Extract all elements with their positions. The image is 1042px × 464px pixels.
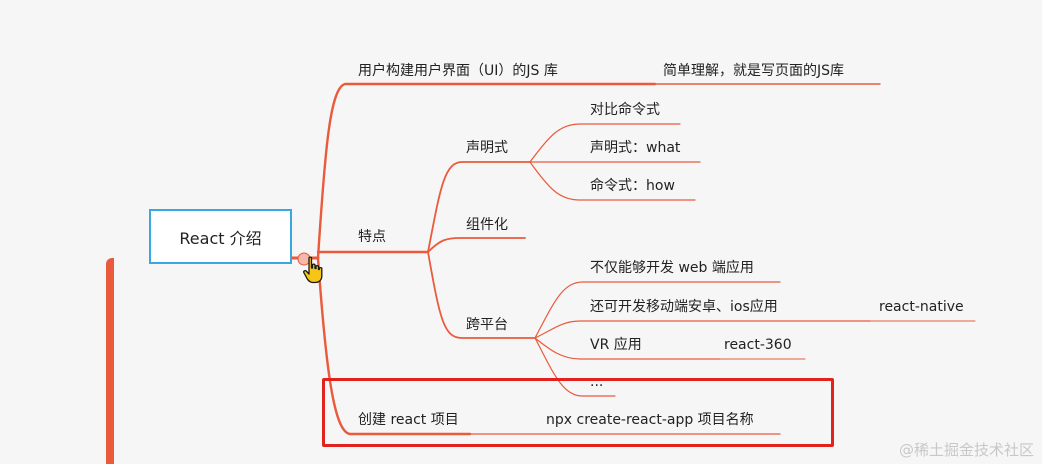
node-componentization[interactable]: 组件化 — [466, 217, 508, 233]
branch-cross-platform — [427, 251, 536, 339]
node-features[interactable]: 特点 — [358, 229, 386, 245]
node-react-native[interactable]: react-native — [879, 299, 964, 315]
node-react-360[interactable]: react-360 — [724, 337, 792, 353]
branch-compare-imperative — [529, 123, 681, 163]
node-imperative-how[interactable]: 命令式：how — [590, 178, 675, 194]
root-node[interactable]: React 介绍 — [149, 209, 292, 264]
node-compare-imperative[interactable]: 对比命令式 — [590, 102, 660, 118]
parent-branch-bar — [106, 258, 114, 464]
node-web-apps[interactable]: 不仅能够开发 web 端应用 — [590, 260, 754, 276]
node-create-command[interactable]: npx create-react-app 项目名称 — [546, 412, 754, 428]
watermark: @稀土掘金技术社区 — [898, 441, 1034, 459]
branch-mobile-apps — [534, 320, 871, 339]
branch-more — [534, 337, 616, 397]
branch-declarative — [427, 161, 531, 253]
branch-web-apps — [534, 281, 781, 339]
node-create-project[interactable]: 创建 react 项目 — [358, 412, 459, 428]
node-declarative-what[interactable]: 声明式：what — [590, 140, 681, 156]
node-cross-platform[interactable]: 跨平台 — [466, 317, 508, 333]
branch-definition — [316, 82, 657, 260]
branch-create-project — [316, 256, 472, 436]
node-vr-apps[interactable]: VR 应用 — [590, 337, 642, 353]
node-definition-note[interactable]: 简单理解，就是写页面的JS库 — [663, 63, 845, 79]
node-definition[interactable]: 用户构建用户界面（UI）的JS 库 — [358, 63, 558, 79]
node-declarative[interactable]: 声明式 — [466, 140, 508, 156]
root-node-label: React 介绍 — [179, 228, 262, 248]
node-mobile-apps[interactable]: 还可开发移动端安卓、ios应用 — [590, 299, 778, 315]
branch-vr-apps — [534, 337, 721, 360]
branch-imperative-how — [529, 161, 696, 201]
branch-componentization — [427, 237, 526, 253]
hand-cursor-icon — [302, 256, 324, 288]
highlight-box — [322, 378, 834, 447]
